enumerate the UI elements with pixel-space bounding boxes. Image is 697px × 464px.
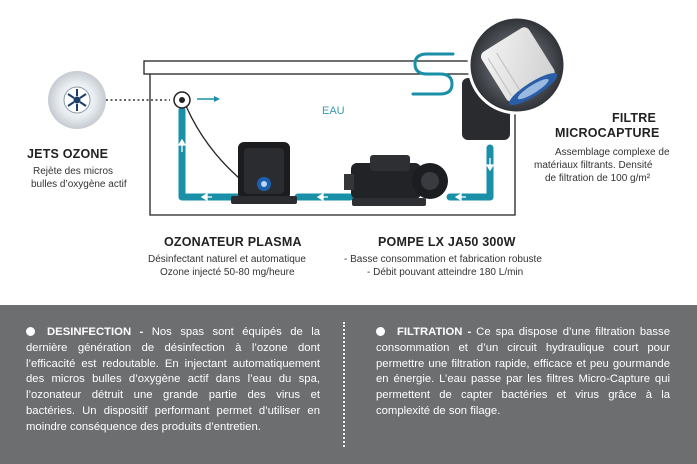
filtre-desc-2: matériaux filtrants. Densité — [534, 160, 653, 171]
ozonateur-title: OZONATEUR PLASMA — [164, 235, 302, 249]
diagram-area: EAU JETS OZONE Rejète des micros bulles … — [27, 15, 670, 278]
pompe-title: POMPE LX JA50 300W — [378, 235, 516, 249]
water-flow-arrow — [197, 96, 220, 102]
desinfection-heading: DESINFECTION - — [47, 326, 144, 338]
spa-circuit-diagram — [48, 15, 567, 216]
filtration-block: FILTRATION - Ce spa dispose d’une filtra… — [376, 325, 670, 420]
jets-title: JETS OZONE — [27, 147, 109, 161]
filtre-desc-3: de filtration de 100 g/m² — [545, 173, 651, 184]
filtre-title-1: FILTRE — [612, 111, 657, 125]
water-label: EAU — [322, 105, 345, 117]
filtre-desc-1: Assemblage complexe de — [555, 147, 670, 158]
flow-arrows — [177, 138, 495, 202]
filtration-text: Ce spa dispose d’une filtration basse co… — [376, 326, 670, 417]
filtre-cartridge-icon — [467, 15, 567, 115]
bullet-icon — [26, 326, 35, 336]
pompe-desc-1: - Basse consommation et fabrication robu… — [344, 254, 542, 265]
info-panel — [0, 305, 697, 464]
desinfection-text: Nos spas sont équipés de la dernière gén… — [26, 326, 320, 433]
ozonateur-desc-1: Désinfectant naturel et automatique — [148, 254, 306, 265]
desinfection-block: DESINFECTION - Nos spas sont équipés de … — [26, 325, 320, 436]
pompe-device-icon — [344, 155, 448, 206]
ozonateur-desc-2: Ozone injecté 50-80 mg/heure — [160, 267, 295, 278]
filtration-heading: FILTRATION - — [397, 326, 472, 338]
column-divider — [343, 322, 345, 447]
bullet-icon — [376, 326, 385, 336]
spa-tub — [143, 60, 516, 216]
ozonateur-device-icon — [231, 142, 297, 204]
jets-desc-1: Rejète des micros — [33, 166, 114, 177]
jet-ozone-icon — [48, 71, 106, 129]
filtre-title-2: MICROCAPTURE — [555, 126, 660, 140]
jets-desc-2: bulles d’oxygène actif — [31, 179, 127, 190]
pompe-desc-2: - Débit pouvant atteindre 180 L/min — [367, 267, 524, 278]
